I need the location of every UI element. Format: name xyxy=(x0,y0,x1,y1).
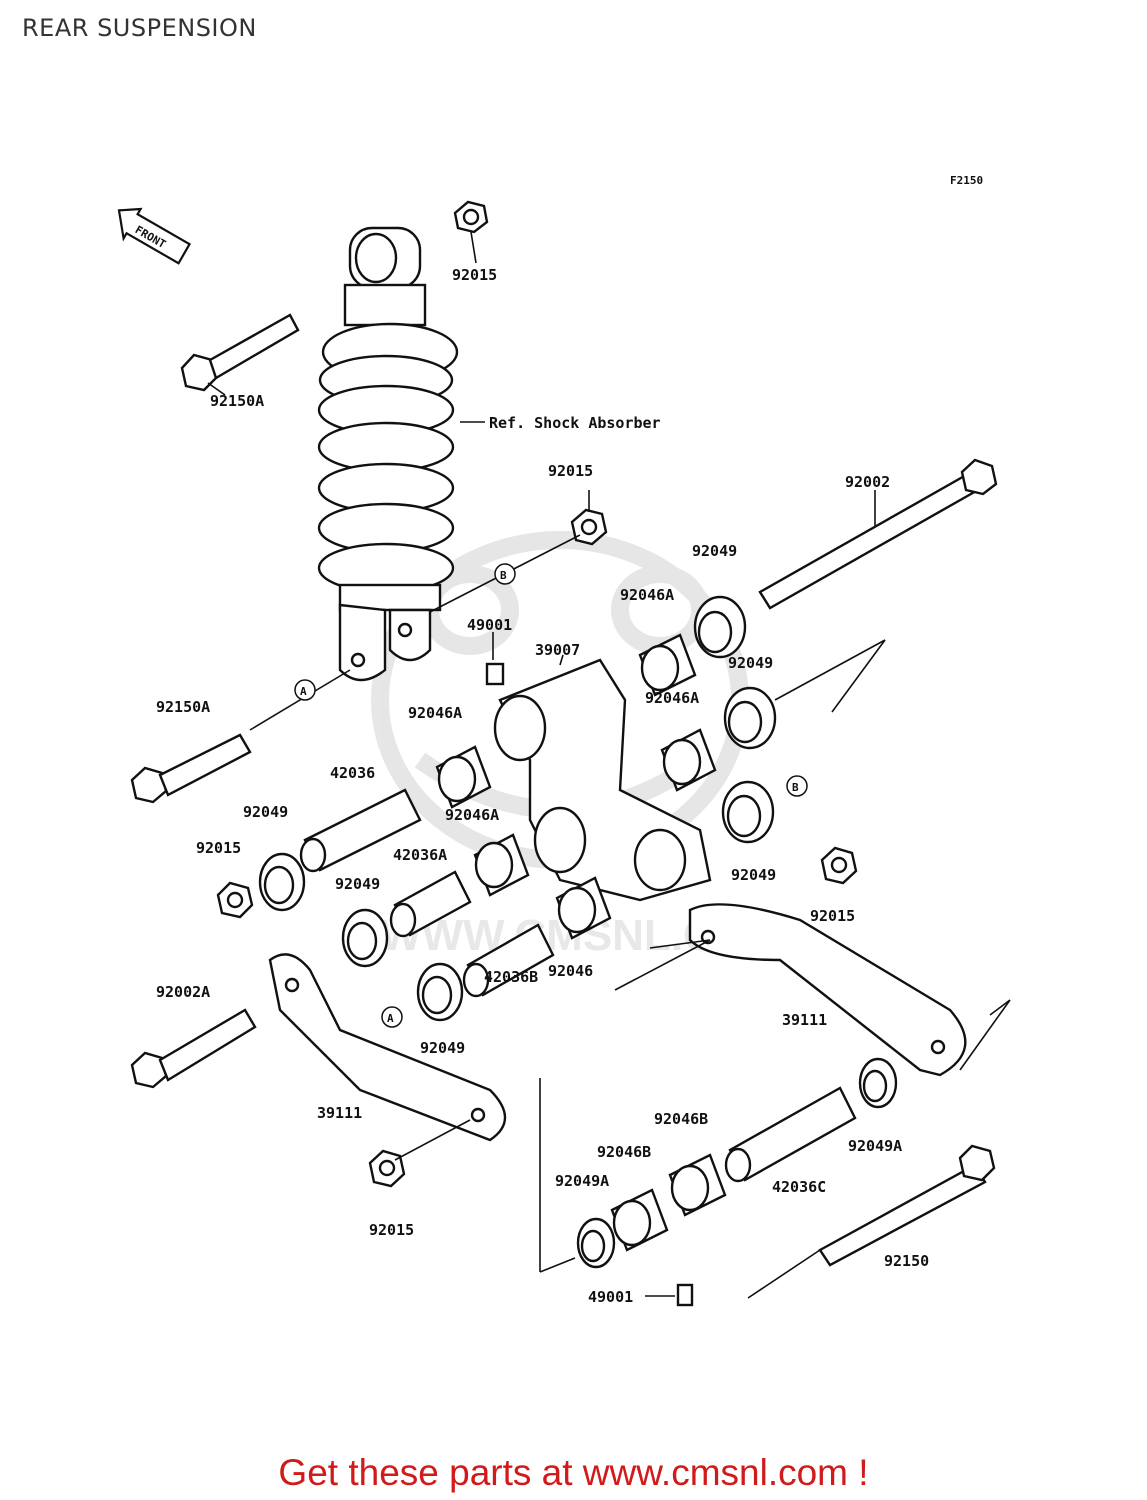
bearing-92046 xyxy=(555,876,612,940)
washer-92049-mid xyxy=(723,686,777,750)
label-p9: 39007 xyxy=(535,641,580,659)
bearing-92046b-right xyxy=(668,1153,727,1217)
label-p29: 92049A xyxy=(848,1137,902,1155)
label-p27: 39111 xyxy=(317,1104,362,1122)
collar-42036 xyxy=(299,788,422,873)
washer-92049-right xyxy=(721,780,775,844)
grease-nipple-49001-upper xyxy=(485,632,505,686)
label-p18: 42036A xyxy=(393,846,447,864)
bolt-92150a-upper xyxy=(180,313,300,396)
label-p2: 92150A xyxy=(210,392,264,410)
label-p17: 92015 xyxy=(196,839,241,857)
label-p21: 92015 xyxy=(810,907,855,925)
label-p15: 92049 xyxy=(243,803,288,821)
label-p16: 92046A xyxy=(445,806,499,824)
label-p35: 49001 xyxy=(588,1288,633,1306)
bolt-92002 xyxy=(758,458,998,610)
nut-92015-right xyxy=(820,846,858,885)
label-p13: 92046A xyxy=(408,704,462,722)
label-p19: 92049 xyxy=(335,875,380,893)
label-p30: 92046B xyxy=(597,1143,651,1161)
label-p25: 92049 xyxy=(420,1039,465,1057)
label-p5: 92002 xyxy=(845,473,890,491)
bearing-92046a-center xyxy=(473,833,530,897)
label-p28: 92046B xyxy=(654,1110,708,1128)
label-p20: 92049 xyxy=(731,866,776,884)
label-p32: 92049A xyxy=(555,1172,609,1190)
leader-lines xyxy=(539,639,1011,1299)
washer-92049-left xyxy=(258,852,306,912)
tie-rod-39111-right xyxy=(688,903,967,1077)
label-p34: 92150 xyxy=(884,1252,929,1270)
marker-b-2: B xyxy=(792,781,799,794)
label-p3: Ref. Shock Absorber xyxy=(489,414,661,432)
shock-absorber xyxy=(317,226,459,682)
nut-92015-mid xyxy=(429,490,608,613)
label-p10: 92049 xyxy=(728,654,773,672)
label-p33: 92015 xyxy=(369,1221,414,1239)
rocker-arm-39007 xyxy=(493,654,712,902)
page-title: REAR SUSPENSION xyxy=(22,14,257,42)
label-p6: 92049 xyxy=(692,542,737,560)
washer-92049a-left xyxy=(576,1217,616,1269)
washer-92049-lower xyxy=(341,908,389,968)
collar-42036b xyxy=(462,923,555,998)
marker-a: A xyxy=(300,685,307,698)
washer-92049a-right xyxy=(858,1057,898,1109)
label-p31: 42036C xyxy=(772,1178,826,1196)
label-p24: 92002A xyxy=(156,983,210,1001)
bearing-92046a-left xyxy=(435,745,492,809)
label-p26: 39111 xyxy=(782,1011,827,1029)
label-p22: 92046 xyxy=(548,962,593,980)
label-p4: 92015 xyxy=(548,462,593,480)
nut-92015-left xyxy=(216,881,254,919)
bolt-92002a xyxy=(130,1008,257,1089)
nut-92015-bottom xyxy=(368,1119,471,1188)
marker-a-2: A xyxy=(387,1012,394,1025)
collar-42036c xyxy=(724,1086,857,1183)
label-p7: 92046A xyxy=(620,586,674,604)
label-p8: 49001 xyxy=(467,616,512,634)
label-p23: 42036B xyxy=(484,968,538,986)
grease-nipple-49001-lower xyxy=(645,1283,694,1307)
part-labels: 92015 92150A Ref. Shock Absorber 92015 9… xyxy=(156,266,929,1306)
front-arrow-icon: FRONT xyxy=(117,207,192,265)
marker-b: B xyxy=(500,569,507,582)
bearing-92046a-top xyxy=(638,633,697,697)
washer-92049-bottom xyxy=(416,962,464,1022)
label-p12: 92046A xyxy=(645,689,699,707)
tie-rod-39111-left xyxy=(268,953,507,1142)
figure-code: F2150 xyxy=(950,174,983,187)
label-p14: 42036 xyxy=(330,764,375,782)
washer-92049-top xyxy=(693,595,747,659)
promo-link[interactable]: Get these parts at www.cmsnl.com ! xyxy=(278,1452,869,1493)
bearing-92046a-right xyxy=(660,728,717,792)
collar-42036a xyxy=(389,870,472,938)
bolt-92150a-lower xyxy=(130,669,351,804)
label-p11: 92150A xyxy=(156,698,210,716)
bolt-92150 xyxy=(818,1144,996,1267)
label-p1: 92015 xyxy=(452,266,497,284)
nut-92015-top xyxy=(453,200,489,264)
bearing-92046b-left xyxy=(610,1188,669,1252)
